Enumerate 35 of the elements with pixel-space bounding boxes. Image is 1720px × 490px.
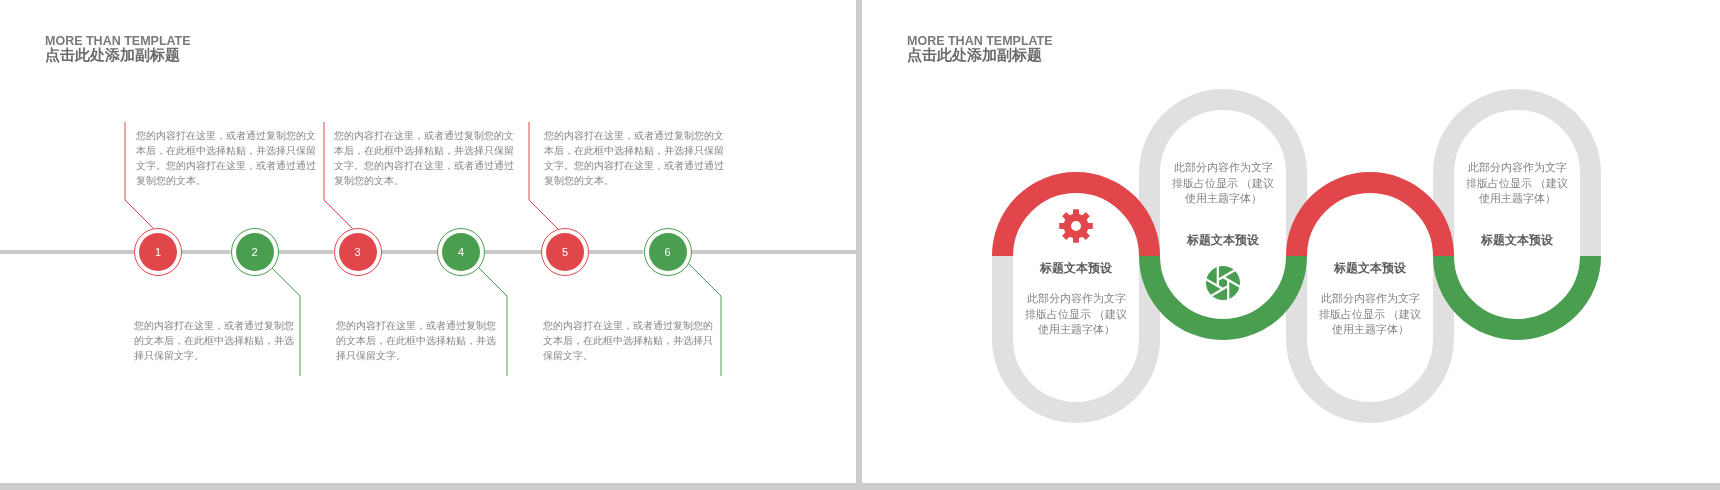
header-text: MORE THAN TEMPLATE [907,34,1053,48]
leader-line [271,267,301,377]
subtitle-text: 点击此处添加副标题 [907,47,1042,64]
timeline-line [589,250,644,254]
timeline-line [691,250,856,254]
description-text: 此部分内容作为文字排版占位显示 （建议使用主题字体） [1171,160,1275,207]
section-title: 标题文本预设 [1334,260,1406,276]
description-text: 您的内容打在这里，或者通过复制您的文本后，在此框中选择粘贴，并选择只保留文字。您的内容打在这里，或者通过通过复制您的文本。 [529,122,728,188]
section-title: 标题文本预设 [1040,260,1112,276]
timeline-line [278,250,334,254]
description-text: 您的内容打在这里，或者通过复制您的文本后，在此框中选择粘贴，并选择只保留文字。您的内容打在这里，或者通过通过复制您的文本。 [125,122,320,188]
timeline-line [182,250,231,254]
description-text: 您的内容打在这里，或者通过复制您的文本后，在此框中选择粘贴，并选择只保留文字。 [134,318,300,376]
loop-track [992,172,1160,423]
timeline-line [485,250,541,254]
loop-track [1139,89,1307,340]
timeline-line [0,250,134,254]
leader-line [323,121,353,229]
description-text: 您的内容打在这里，或者通过复制您的文本后，在此框中选择粘贴，并选择只保留文字。 [543,318,721,376]
loop-track [1286,172,1454,423]
description-text: 此部分内容作为文字排版占位显示 （建议使用主题字体） [1024,291,1128,338]
section-title: 标题文本预设 [1481,232,1553,248]
header-text: MORE THAN TEMPLATE [45,34,191,48]
leader-line [528,121,559,230]
subtitle-text: 点击此处添加副标题 [45,47,180,64]
loop-track [1433,89,1601,340]
leader-line [478,267,508,377]
description-text: 此部分内容作为文字排版占位显示 （建议使用主题字体） [1318,291,1422,338]
timeline-line [381,250,437,254]
section-title: 标题文本预设 [1187,232,1259,248]
description-text: 此部分内容作为文字排版占位显示 （建议使用主题字体） [1465,160,1569,207]
description-text: 您的内容打在这里，或者通过复制您的文本后，在此框中选择粘贴，并选择只保留文字。您的内容打在这里，或者通过通过复制您的文本。 [324,122,518,188]
description-text: 您的内容打在这里，或者通过复制您的文本后，在此框中选择粘贴，并选择只保留文字。 [336,318,507,376]
leader-line [124,121,154,229]
leader-line [688,263,722,377]
